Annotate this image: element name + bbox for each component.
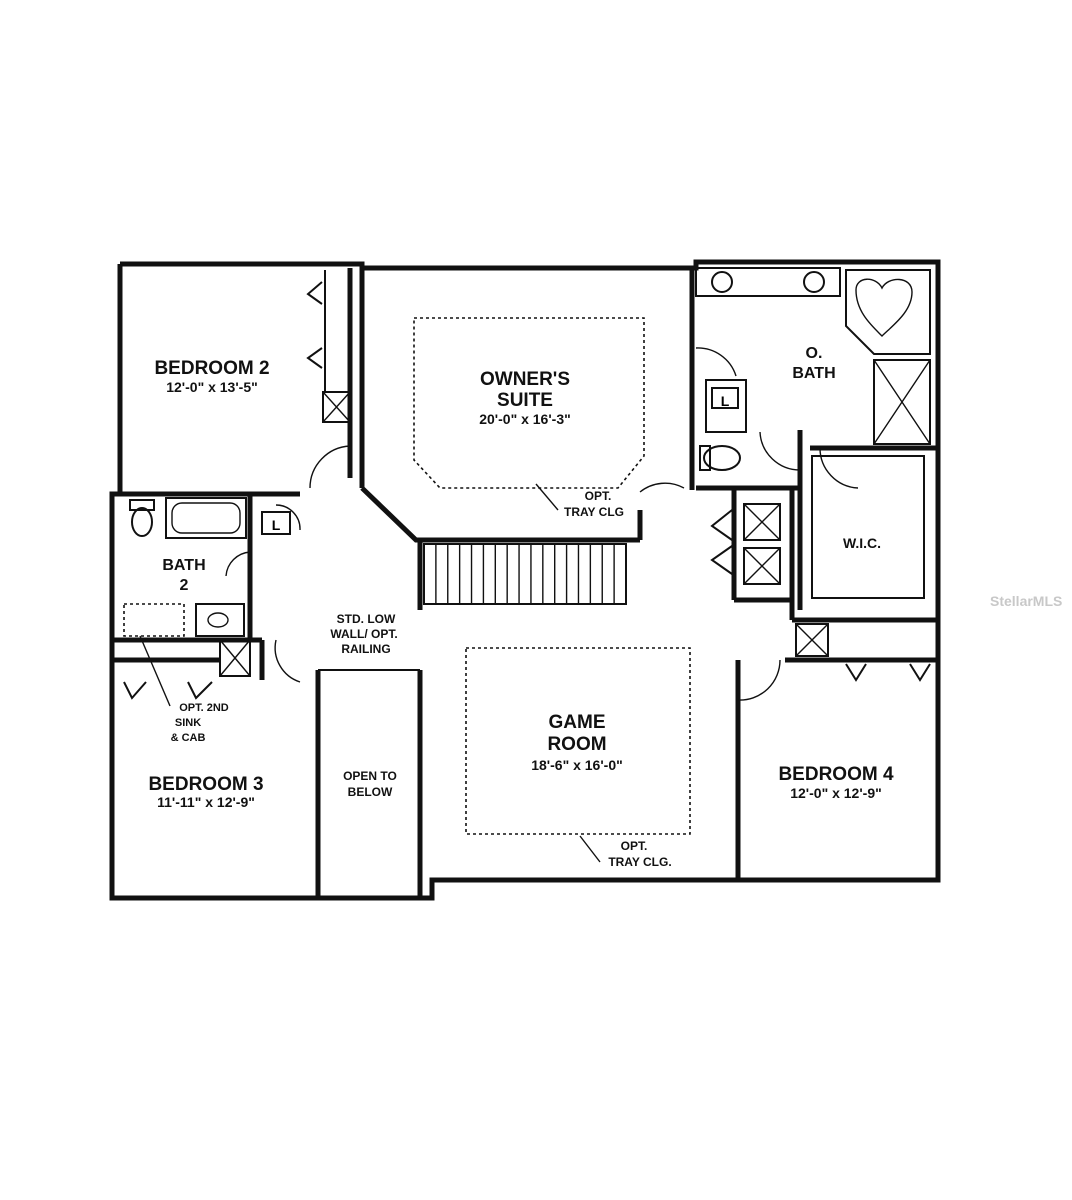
bedroom-4-dims: 12'-0" x 12'-9"	[790, 785, 882, 801]
tray-ceilings	[139, 317, 691, 863]
tray-suite-note-2: TRAY CLG	[564, 505, 624, 519]
open-below-note-2: BELOW	[348, 785, 393, 799]
wic-name: W.I.C.	[843, 535, 881, 551]
bedroom-3-dims: 11'-11" x 12'-9"	[157, 794, 255, 810]
owners-suite-name-2: SUITE	[497, 390, 553, 411]
svg-text:L: L	[721, 393, 730, 409]
bedroom-2-name: BEDROOM 2	[154, 358, 269, 379]
bedroom-2-dims: 12'-0" x 13'-5"	[166, 379, 258, 395]
sink-note-1: OPT. 2ND	[179, 702, 229, 714]
open-below-note-1: OPEN TO	[343, 769, 397, 783]
low-wall-note-2: WALL/ OPT.	[330, 627, 397, 641]
sink-note-2: SINK	[175, 717, 201, 729]
owners-suite-name: OWNER'S	[480, 369, 570, 390]
tray-suite-note-1: OPT.	[585, 489, 612, 503]
owners-suite-dims: 20'-0" x 16'-3"	[479, 411, 571, 427]
bath-2-name: BATH	[162, 557, 205, 574]
low-wall-note-3: RAILING	[341, 642, 390, 656]
game-room-name: GAME	[549, 712, 606, 733]
room-labels: BEDROOM 2 12'-0" x 13'-5" OWNER'S SUITE …	[148, 345, 894, 810]
stair-outline	[423, 543, 627, 605]
bedroom-4-name: BEDROOM 4	[778, 764, 894, 785]
sink-note-3: & CAB	[171, 732, 206, 744]
game-room-name-2: ROOM	[547, 734, 606, 755]
stairs	[423, 543, 627, 605]
low-wall-note-1: STD. LOW	[337, 612, 396, 626]
fixtures: L L	[123, 267, 931, 701]
bedroom-3-name: BEDROOM 3	[148, 774, 263, 795]
plan-notes: OPT. TRAY CLG OPT. TRAY CLG. STD. LOW WA…	[171, 489, 672, 869]
tray-game-note-2: TRAY CLG.	[608, 855, 671, 869]
tray-game-note-1: OPT.	[621, 839, 648, 853]
svg-text:L: L	[272, 517, 281, 533]
interior-walls	[112, 268, 938, 898]
watermark: StellarMLS	[990, 593, 1062, 609]
bath-2-name-2: 2	[180, 577, 189, 594]
o-bath-name-2: BATH	[792, 365, 835, 382]
o-bath-name: O.	[806, 345, 823, 362]
game-room-dims: 18'-6" x 16'-0"	[531, 757, 623, 773]
